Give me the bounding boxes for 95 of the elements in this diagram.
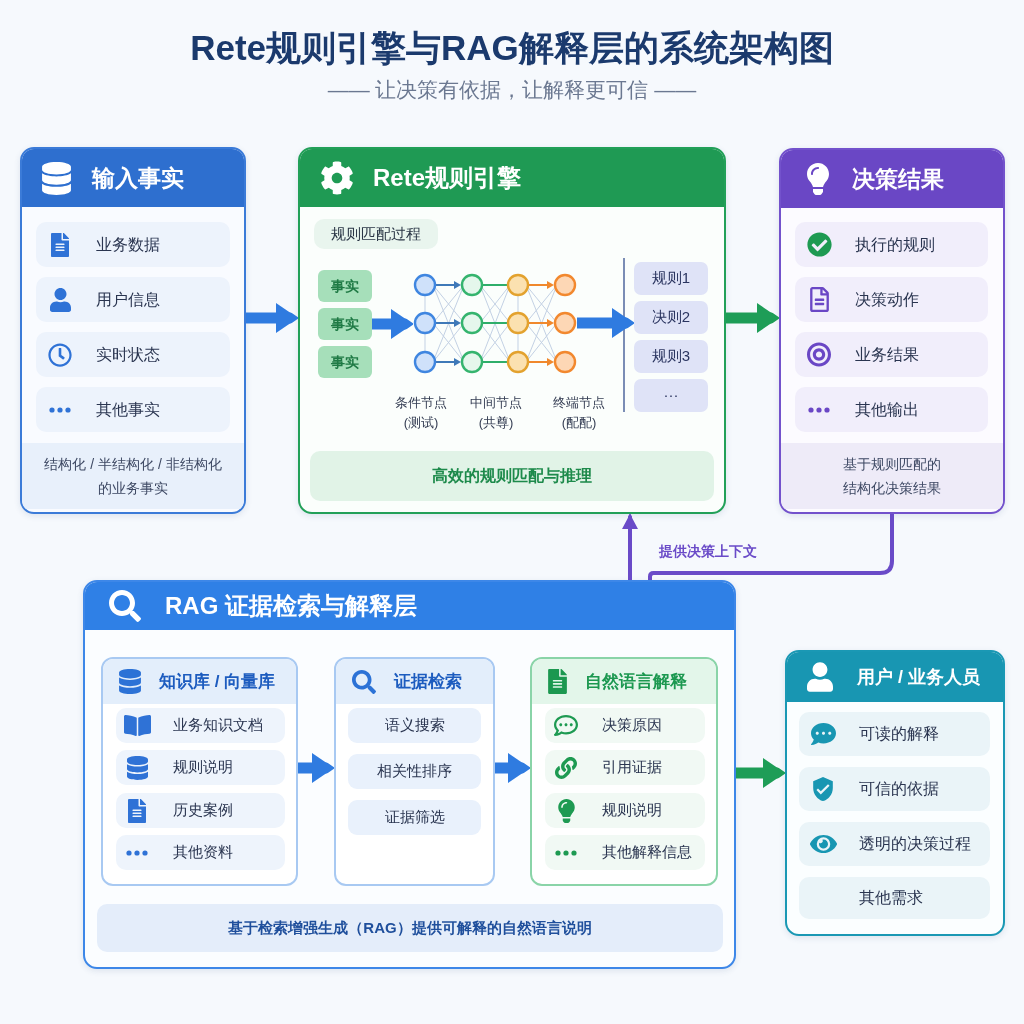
summary-text: 基于规则匹配的结构化决策结果 — [842, 455, 942, 498]
panel-title: 输入事实 — [92, 163, 184, 193]
block-arrow — [577, 308, 634, 338]
summary-text: 结构化 / 半结构化 / 非结构化的业务事实 — [43, 455, 223, 498]
sub-panel-title: 自然语言解释 — [585, 670, 687, 693]
item-label: 可读的解释 — [859, 724, 939, 744]
list-item — [795, 387, 988, 432]
item-label: 用户信息 — [96, 289, 160, 310]
panel — [83, 580, 736, 969]
fact-card — [318, 308, 372, 340]
list-item — [116, 750, 285, 785]
column-label: 中间节点(共尊) — [469, 394, 523, 432]
connector-line — [648, 514, 894, 580]
item-label: 业务数据 — [96, 234, 160, 255]
summary-text: 高效的规则匹配与推理 — [432, 466, 592, 486]
item-label: 规则说明 — [173, 757, 233, 778]
list-item — [545, 835, 705, 870]
fact-label: 事实 — [331, 352, 359, 372]
summary-band — [310, 451, 714, 501]
sub-panel — [101, 657, 298, 886]
tag-label: 规则匹配过程 — [331, 223, 421, 244]
item-label: 其他资料 — [173, 842, 233, 863]
rule-card — [634, 379, 708, 412]
panel-title: Rete规则引擎 — [373, 163, 522, 193]
item-label: 实时状态 — [96, 344, 160, 365]
item-label: 历史案例 — [173, 800, 233, 821]
edge-label: 提供决策上下文 — [656, 541, 760, 561]
sub-panel — [334, 657, 495, 886]
rule-label: 决则2 — [651, 307, 691, 328]
block-arrow — [726, 303, 779, 333]
block-arrow — [372, 309, 413, 339]
item-label: 规则说明 — [602, 800, 662, 821]
list-item — [799, 712, 990, 756]
sub-panel — [530, 657, 718, 886]
panel-title: 决策结果 — [852, 164, 944, 194]
item-label: 透明的决策过程 — [859, 834, 971, 854]
list-item — [116, 793, 285, 828]
item-label: 业务知识文档 — [173, 715, 263, 736]
list-item — [36, 387, 230, 432]
panel — [20, 147, 246, 514]
summary-text: 基于检索增强生成（RAG）提供可解释的自然语言说明 — [228, 917, 592, 938]
diagram-title: Rete规则引擎与RAG解释层的系统架构图 — [190, 27, 834, 69]
sub-panel-title: 知识库 / 向量库 — [159, 670, 276, 693]
item-label: 其他解释信息 — [602, 842, 692, 863]
rule-label: ··· — [663, 385, 679, 406]
item-label: 其他事实 — [96, 399, 160, 420]
fact-card — [318, 270, 372, 302]
item-label: 决策原因 — [602, 715, 662, 736]
rule-card — [634, 262, 708, 295]
list-item — [545, 793, 705, 828]
list-item — [545, 750, 705, 785]
rule-label: 规则3 — [651, 346, 691, 367]
list-item — [36, 222, 230, 267]
column-label: 条件节点(测试) — [394, 394, 448, 432]
block-arrow — [246, 303, 298, 333]
fact-card — [318, 346, 372, 378]
fact-label: 事实 — [331, 276, 359, 296]
panel — [298, 147, 726, 514]
item-label: 其他输出 — [855, 399, 919, 420]
list-item — [799, 822, 990, 866]
rule-label: 规则1 — [651, 268, 691, 289]
list-item — [116, 708, 285, 743]
summary-band — [22, 443, 244, 509]
rule-card — [634, 301, 708, 334]
list-item — [36, 277, 230, 322]
panel-title: 用户 / 业务人员 — [857, 665, 980, 689]
summary-band — [781, 443, 1003, 509]
item-label: 决策动作 — [855, 289, 919, 310]
list-item — [795, 222, 988, 267]
block-arrow — [298, 753, 334, 783]
list-item — [795, 277, 988, 322]
item-label: 其他需求 — [859, 888, 923, 908]
list-item — [799, 767, 990, 811]
item-label: 证据筛选 — [384, 807, 445, 828]
list-item — [116, 835, 285, 870]
subtitle: —— 让决策有依据，让解释更可信 —— — [327, 77, 697, 103]
panel-title: RAG 证据检索与解释层 — [165, 591, 417, 621]
list-item — [795, 332, 988, 377]
item-label: 业务结果 — [855, 344, 919, 365]
block-arrow — [495, 753, 530, 783]
item-label: 语义搜索 — [384, 715, 445, 736]
sub-panel-title: 证据检索 — [394, 670, 462, 693]
panel — [779, 148, 1005, 514]
column-label: 终端节点(配配) — [552, 394, 606, 432]
item-label: 相关性排序 — [377, 761, 452, 782]
rule-card — [634, 340, 708, 373]
arrow — [622, 514, 638, 580]
panel — [785, 650, 1005, 936]
fact-label: 事实 — [331, 314, 359, 334]
item-label: 引用证据 — [602, 757, 662, 778]
block-arrow — [736, 758, 785, 788]
item-label: 可信的依据 — [859, 779, 939, 799]
list-item — [36, 332, 230, 377]
item-label: 执行的规则 — [855, 234, 935, 255]
list-item — [545, 708, 705, 743]
